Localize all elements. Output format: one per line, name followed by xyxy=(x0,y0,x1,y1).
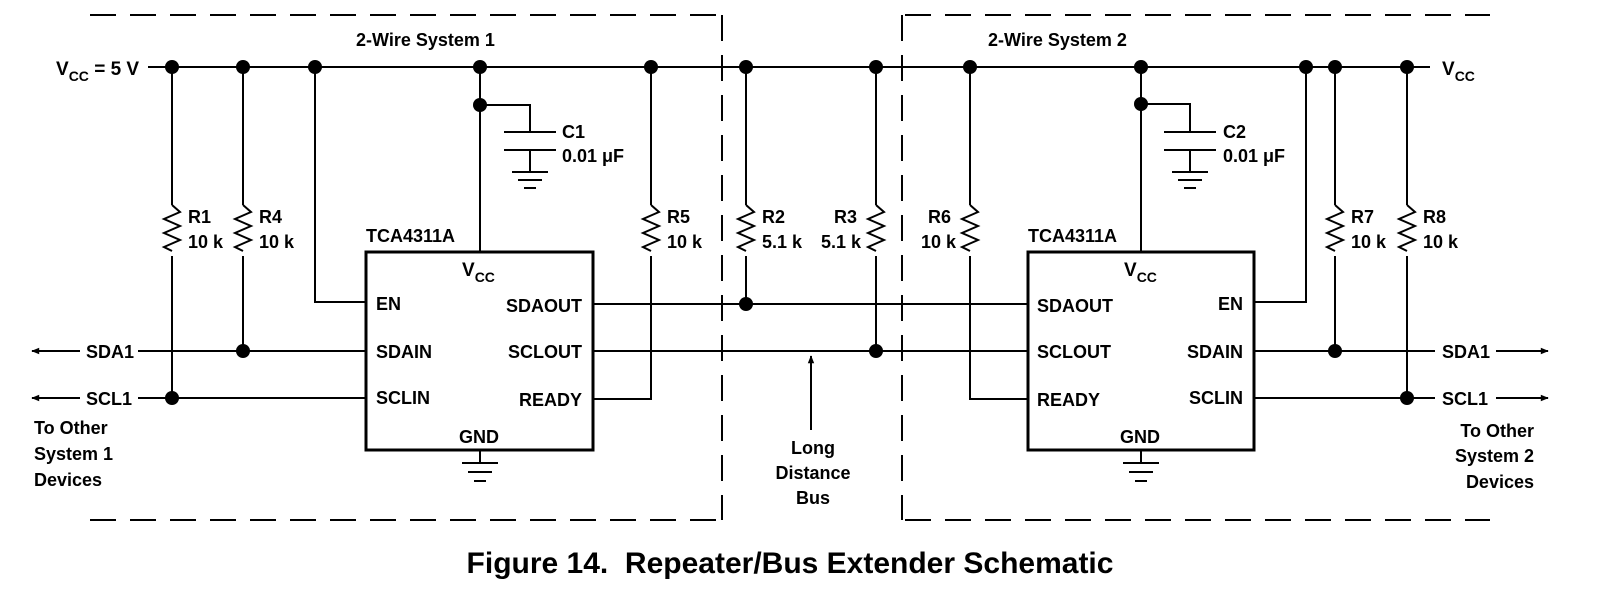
r5-name: R5 xyxy=(667,207,690,227)
c1-value: 0.01 μF xyxy=(562,146,624,166)
r8-name: R8 xyxy=(1423,207,1446,227)
right-scl-label: SCL1 xyxy=(1442,389,1488,409)
r2-name: R2 xyxy=(762,207,785,227)
r1-name: R1 xyxy=(188,207,211,227)
r2-value: 5.1 k xyxy=(762,232,803,252)
r4-value: 10 k xyxy=(259,232,295,252)
chip-1-vcc-pin: VCC xyxy=(462,260,495,285)
chip-2-pin-sdain: SDAIN xyxy=(1187,342,1243,362)
chip-2-vcc-pin: VCC xyxy=(1124,260,1157,285)
r7-name: R7 xyxy=(1351,207,1374,227)
left-sda-label: SDA1 xyxy=(86,342,134,362)
chip-2-pin-sdaout: SDAOUT xyxy=(1037,296,1113,316)
chip-1-pin-gnd: GND xyxy=(459,427,499,447)
chip-1-pin-sclout: SCLOUT xyxy=(508,342,582,362)
chip-1-pin-sdaout: SDAOUT xyxy=(506,296,582,316)
r3-value: 5.1 k xyxy=(821,232,862,252)
junction-dots xyxy=(165,60,1414,405)
left-devices-note-line-1: To Other xyxy=(34,418,108,438)
system-1-title: 2-Wire System 1 xyxy=(356,30,495,50)
figure-caption: Figure 14. Repeater/Bus Extender Schemat… xyxy=(467,547,1114,580)
chip-1-name: TCA4311A xyxy=(366,226,455,246)
chip-2-pin-sclin: SCLIN xyxy=(1189,388,1243,408)
long-bus-note-line-2: Distance xyxy=(775,463,850,483)
vcc-left-label: VCC = 5 V xyxy=(56,59,139,84)
left-scl-label: SCL1 xyxy=(86,389,132,409)
system-2-wiring xyxy=(959,67,1549,482)
chip-2-pin-ready: READY xyxy=(1037,390,1100,410)
r6-value: 10 k xyxy=(921,232,957,252)
right-devices-note-line-1: To Other xyxy=(1460,421,1534,441)
r6-name: R6 xyxy=(928,207,951,227)
chip-2-pin-en: EN xyxy=(1218,294,1243,314)
r1-value: 10 k xyxy=(188,232,224,252)
long-bus-note-line-1: Long xyxy=(791,438,835,458)
long-bus-note-line-3: Bus xyxy=(796,488,830,508)
r3-name: R3 xyxy=(834,207,857,227)
vcc-right-label: VCC xyxy=(1442,59,1475,84)
c2-name: C2 xyxy=(1223,122,1246,142)
chip-1-pin-sclin: SCLIN xyxy=(376,388,430,408)
chip-1-pin-sdain: SDAIN xyxy=(376,342,432,362)
system-boundaries xyxy=(90,14,1490,521)
c1-name: C1 xyxy=(562,122,585,142)
c2-value: 0.01 μF xyxy=(1223,146,1285,166)
long-distance-bus xyxy=(593,67,1028,430)
r4-name: R4 xyxy=(259,207,282,227)
chip-2-name: TCA4311A xyxy=(1028,226,1117,246)
left-devices-note-line-2: System 1 xyxy=(34,444,113,464)
right-sda-label: SDA1 xyxy=(1442,342,1490,362)
chip-1-pin-en: EN xyxy=(376,294,401,314)
r5-value: 10 k xyxy=(667,232,703,252)
chip-2-pin-gnd: GND xyxy=(1120,427,1160,447)
r7-value: 10 k xyxy=(1351,232,1387,252)
chip-1-pin-ready: READY xyxy=(519,390,582,410)
r8-value: 10 k xyxy=(1423,232,1459,252)
chip-2-pin-sclout: SCLOUT xyxy=(1037,342,1111,362)
right-devices-note-line-2: System 2 xyxy=(1455,446,1534,466)
left-devices-note-line-3: Devices xyxy=(34,470,102,490)
right-devices-note-line-3: Devices xyxy=(1466,472,1534,492)
system-2-title: 2-Wire System 2 xyxy=(988,30,1127,50)
